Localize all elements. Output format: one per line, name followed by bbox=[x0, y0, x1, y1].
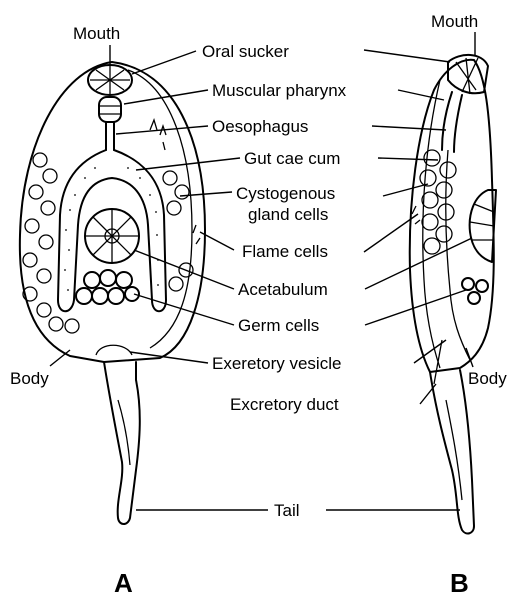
germ-cells-a bbox=[76, 270, 139, 304]
acetabulum-a bbox=[85, 209, 139, 263]
label-gut-caecum: Gut cae cum bbox=[244, 149, 340, 168]
pharynx-b bbox=[442, 92, 462, 152]
label-mouth-b: Mouth bbox=[431, 12, 478, 31]
germ-cells-b bbox=[462, 278, 488, 304]
inner-membrane-a bbox=[128, 70, 192, 348]
label-tail: Tail bbox=[274, 501, 300, 520]
label-body-a: Body bbox=[10, 369, 49, 388]
oesophagus-b bbox=[446, 150, 470, 360]
panel-label-a: A bbox=[114, 568, 133, 598]
panel-label-b: B bbox=[450, 568, 469, 598]
tail-a bbox=[104, 362, 140, 524]
label-oesophagus: Oesophagus bbox=[212, 117, 308, 136]
label-acetabulum: Acetabulum bbox=[238, 280, 328, 299]
label-oral-sucker: Oral sucker bbox=[202, 42, 289, 61]
tail-b bbox=[430, 370, 474, 533]
label-body-b: Body bbox=[468, 369, 507, 388]
label-cystogenous-1: Cystogenous bbox=[236, 184, 335, 203]
label-germ-cells: Germ cells bbox=[238, 316, 319, 335]
label-flame-cells: Flame cells bbox=[242, 242, 328, 261]
oral-sucker-a bbox=[88, 65, 132, 95]
label-cystogenous-2: gland cells bbox=[248, 205, 328, 224]
leader-lines bbox=[50, 32, 475, 510]
label-excretory-vesicle: Exeretory vesicle bbox=[212, 354, 341, 373]
cystogenous-cells-a-right bbox=[163, 171, 193, 291]
oesophagus-a bbox=[106, 122, 114, 150]
label-muscular-pharynx: Muscular pharynx bbox=[212, 81, 347, 100]
label-excretory-duct: Excretory duct bbox=[230, 395, 339, 414]
excretory-vesicle-a bbox=[96, 345, 132, 355]
specimen-a bbox=[20, 62, 205, 524]
label-mouth-a: Mouth bbox=[73, 24, 120, 43]
pharynx-a bbox=[99, 97, 121, 122]
